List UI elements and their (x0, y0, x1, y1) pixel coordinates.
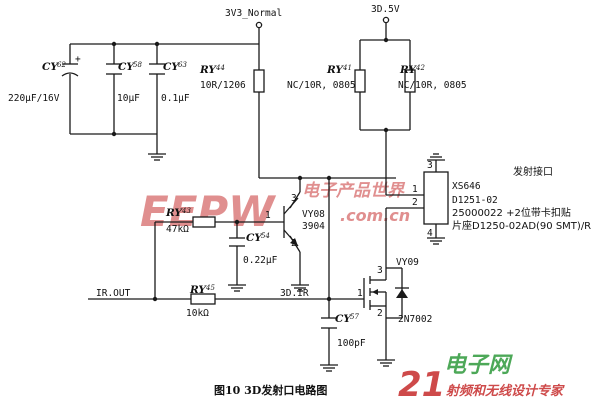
site-name-text: 电子网 (444, 353, 513, 378)
m-source-pin: 2 (377, 308, 383, 319)
mosfet-vy09: 1 3 2 VY09 2N7002 (357, 257, 432, 325)
connector-xs646: 1 2 3 4 发射接口 XS646 D1251-02 25000022 +2位… (412, 160, 591, 239)
vy09-ref: VY09 (396, 257, 419, 268)
ground-icon (427, 237, 445, 245)
polarity-plus-label: + (75, 54, 81, 65)
resistor-ry41: RY 41 NC/10R, 0805 (287, 64, 366, 93)
conn-pin-4: 4 (427, 228, 433, 239)
resistor-ry45: RY 45 10kΩ (186, 284, 216, 319)
site-number-text: 21 (398, 365, 445, 401)
ground-icon (148, 153, 166, 161)
cy57-sub: 57 (350, 313, 359, 321)
cy58-sub: 58 (133, 61, 142, 69)
connector-line-2: 25000022 +2位带卡扣贴 (452, 206, 571, 219)
net-3v3-label: 3V3_Normal (225, 8, 282, 19)
net-3v3: 3V3_Normal (225, 8, 282, 29)
net-3d5v: 3D.5V (371, 4, 400, 24)
cy62-sub: 62 (57, 61, 66, 69)
conn-pin-3: 3 (427, 160, 433, 171)
figure-caption: 图10 3D发射口电路图 (214, 383, 327, 397)
connector-title: 发射接口 (513, 165, 553, 178)
junctions (111, 37, 389, 302)
cy63-ref: CY (163, 61, 180, 73)
m-gate-pin: 1 (357, 288, 363, 299)
cy63-value: 0.1μF (161, 93, 190, 104)
ground-icon (291, 284, 309, 292)
terminal-icon (382, 16, 390, 24)
q-emitter-pin: 2 (291, 238, 297, 249)
vy08-ref: VY08 (302, 209, 325, 220)
connector-ref: XS646 (452, 181, 481, 192)
conn-pin-1: 1 (412, 184, 418, 195)
q-collector-pin: 3 (291, 193, 297, 204)
ry44-ref: RY (199, 64, 217, 76)
cy63-sub: 63 (178, 61, 187, 69)
ry45-value: 10kΩ (186, 308, 209, 319)
capacitor-cy57: CY 57 100pF (321, 313, 366, 349)
ry42-sub: 42 (415, 64, 425, 72)
ry41-value: NC/10R, 0805 (287, 80, 356, 91)
site-watermark: 21 电子网 射频和无线设计专家 (398, 353, 565, 401)
m-drain-pin: 3 (377, 265, 383, 276)
net-3d5v-label: 3D.5V (371, 4, 400, 15)
cy62-value: 220μF/16V (8, 93, 60, 104)
transistor-vy08: 1 3 2 VY08 3904 (265, 193, 325, 249)
ry41-ref: RY (326, 64, 344, 76)
vy09-value: 2N7002 (398, 314, 432, 325)
eepw-cn-text: 电子产品世界 (302, 181, 406, 201)
ry44-value: 10R/1206 (200, 80, 246, 91)
eepw-url-text: .com.cn (340, 206, 410, 225)
ground-icon (377, 359, 395, 367)
vy08-value: 3904 (302, 221, 325, 232)
site-tag-text: 射频和无线设计专家 (446, 383, 565, 399)
ry43-ref: RY (165, 207, 183, 219)
cy58-value: 10μF (117, 93, 140, 104)
cy58-ref: CY (118, 61, 135, 73)
cy54-ref: CY (246, 232, 263, 244)
ry45-ref: RY (189, 284, 207, 296)
eepw-logo-text: EEPW (140, 187, 277, 236)
capacitor-cy54: CY 54 0.22μF (229, 232, 278, 266)
resistor-ry42: RY 42 NC/10R, 0805 (398, 64, 467, 93)
ground-icon (427, 153, 445, 161)
ry44-sub: 44 (215, 64, 225, 72)
connector-line-3: 片座D1250-02AD(90 SMT)/R (452, 219, 591, 232)
ry42-ref: RY (399, 64, 417, 76)
cy54-sub: 54 (261, 232, 270, 240)
net-ir-out-label: IR.OUT (96, 288, 131, 299)
wires (69, 20, 424, 365)
q-base-pin: 1 (265, 210, 271, 221)
cy57-ref: CY (335, 313, 352, 325)
net-3d-ir-label: 3D.IR (280, 288, 309, 299)
capacitor-cy58: CY 58 10μF (106, 61, 142, 104)
cy57-value: 100pF (337, 338, 366, 349)
eepw-watermark: EEPW 电子产品世界 .com.cn (140, 181, 410, 236)
ry42-value: NC/10R, 0805 (398, 80, 467, 91)
conn-pin-2: 2 (412, 197, 418, 208)
connector-line-1: D1251-02 (452, 195, 498, 206)
ground-icon (228, 284, 246, 292)
resistor-ry44: RY 44 10R/1206 (199, 64, 265, 93)
cy54-value: 0.22μF (243, 255, 278, 266)
ry45-sub: 45 (205, 284, 215, 292)
cy62-ref: CY (42, 61, 59, 73)
ry41-sub: 41 (342, 64, 352, 72)
ground-icon (320, 364, 338, 372)
resistor-ry43: RY 43 47kΩ (165, 207, 216, 235)
ry43-sub: 43 (181, 207, 191, 215)
capacitor-cy62: + CY 62 220μF/16V (8, 54, 81, 104)
ry43-value: 47kΩ (166, 224, 189, 235)
terminal-icon (255, 21, 263, 29)
capacitor-cy63: CY 63 0.1μF (149, 61, 190, 104)
